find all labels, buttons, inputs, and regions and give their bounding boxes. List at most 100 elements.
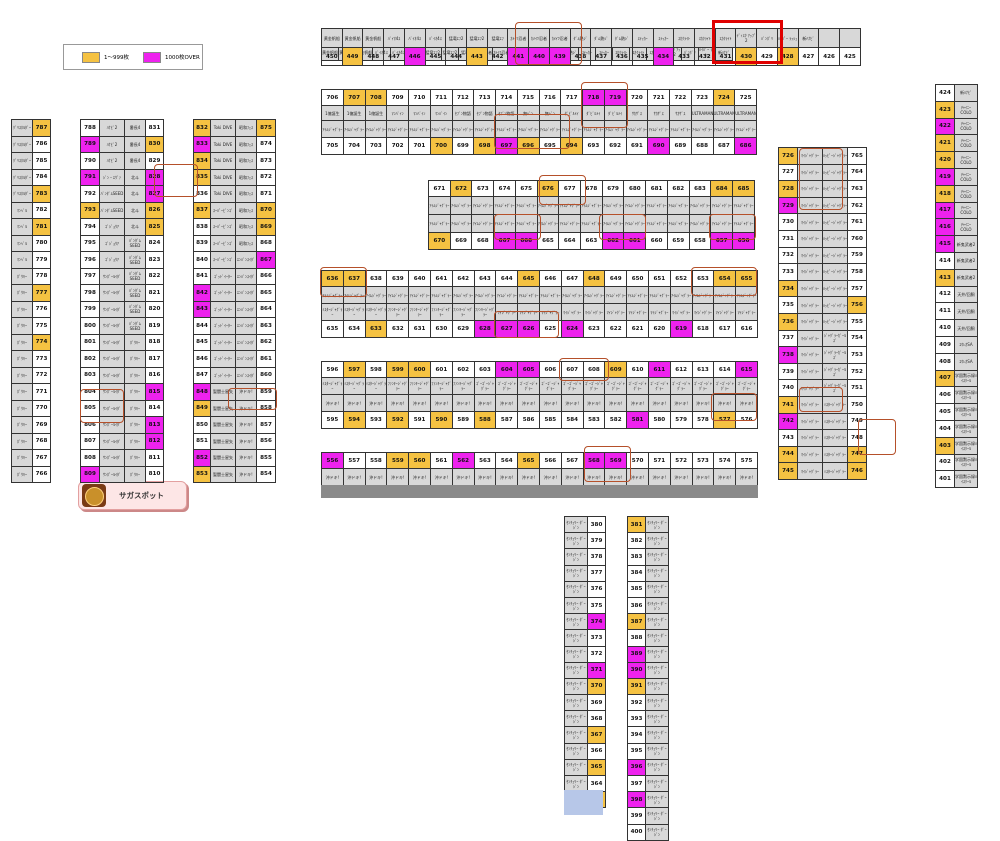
machine-number[interactable]: 731	[778, 229, 798, 248]
machine-number[interactable]: 587	[495, 411, 519, 429]
machine-number[interactable]: 640	[408, 270, 431, 287]
machine-number[interactable]: 448	[362, 47, 385, 66]
machine-number[interactable]: 736	[778, 312, 798, 331]
machine-number[interactable]: 632	[386, 320, 410, 338]
machine-number[interactable]: 870	[256, 201, 276, 219]
machine-number[interactable]: 596	[321, 361, 344, 378]
machine-number[interactable]: 424	[935, 84, 955, 102]
machine-number[interactable]: 760	[847, 229, 867, 248]
machine-number[interactable]: 789	[80, 135, 100, 153]
machine-number[interactable]: 833	[193, 135, 211, 153]
machine-number[interactable]: 606	[538, 361, 562, 378]
machine-number[interactable]: 790	[80, 152, 100, 170]
machine-number[interactable]: 440	[528, 47, 550, 66]
machine-number[interactable]: 786	[32, 135, 51, 153]
machine-number[interactable]: 373	[587, 629, 606, 647]
machine-number[interactable]: 864	[256, 300, 276, 318]
machine-number[interactable]: 597	[342, 361, 366, 378]
machine-number[interactable]: 722	[669, 89, 692, 106]
machine-number[interactable]: 756	[847, 296, 867, 314]
machine-number[interactable]: 588	[473, 411, 497, 429]
machine-number[interactable]: 759	[847, 246, 867, 265]
machine-number[interactable]: 387	[627, 613, 646, 631]
machine-number[interactable]: 642	[451, 270, 475, 287]
machine-number[interactable]: 631	[408, 320, 431, 338]
machine-number[interactable]: 811	[145, 449, 164, 467]
machine-number[interactable]: 849	[193, 399, 211, 417]
machine-number[interactable]: 725	[734, 89, 757, 106]
machine-number[interactable]: 659	[666, 232, 690, 250]
machine-number[interactable]: 572	[669, 452, 693, 469]
machine-number[interactable]: 607	[560, 361, 584, 378]
machine-number[interactable]: 854	[256, 465, 276, 483]
machine-number[interactable]: 416	[935, 218, 955, 237]
machine-number[interactable]: 576	[735, 411, 758, 429]
machine-number[interactable]: 581	[626, 411, 649, 429]
machine-number[interactable]: 815	[145, 383, 164, 401]
machine-number[interactable]: 702	[386, 137, 409, 155]
machine-number[interactable]: 758	[847, 263, 867, 281]
machine-number[interactable]: 767	[32, 449, 51, 467]
machine-number[interactable]: 828	[145, 168, 164, 186]
machine-number[interactable]: 636	[321, 270, 344, 287]
machine-number[interactable]: 418	[935, 184, 955, 203]
machine-number[interactable]: 652	[669, 270, 693, 287]
machine-number[interactable]: 779	[32, 251, 51, 269]
machine-number[interactable]: 577	[713, 411, 737, 429]
machine-number[interactable]: 618	[691, 320, 715, 338]
machine-number[interactable]: 447	[383, 47, 405, 66]
machine-number[interactable]: 366	[587, 742, 606, 760]
machine-number[interactable]: 774	[32, 333, 51, 351]
machine-number[interactable]: 392	[627, 694, 646, 712]
machine-number[interactable]: 648	[582, 270, 606, 287]
machine-number[interactable]: 629	[451, 320, 475, 338]
machine-number[interactable]: 627	[495, 320, 519, 338]
machine-number[interactable]: 421	[935, 134, 955, 153]
machine-number[interactable]: 806	[80, 416, 100, 434]
machine-number[interactable]: 764	[847, 163, 867, 182]
machine-number[interactable]: 441	[507, 47, 530, 66]
machine-number[interactable]: 863	[256, 317, 276, 335]
machine-number[interactable]: 724	[712, 89, 736, 106]
machine-number[interactable]: 804	[80, 383, 100, 401]
machine-number[interactable]: 810	[145, 465, 164, 483]
machine-number[interactable]: 584	[560, 411, 584, 429]
machine-number[interactable]: 754	[847, 329, 867, 348]
machine-number[interactable]: 739	[778, 362, 798, 381]
machine-number[interactable]: 712	[451, 89, 475, 106]
machine-number[interactable]: 874	[256, 135, 276, 153]
machine-number[interactable]: 435	[631, 47, 654, 66]
machine-number[interactable]: 609	[604, 361, 628, 378]
machine-number[interactable]: 383	[627, 548, 646, 566]
saga-spot-badge[interactable]: サガスポット	[78, 481, 187, 510]
machine-number[interactable]: 386	[627, 596, 646, 615]
machine-number[interactable]: 595	[321, 411, 344, 429]
machine-number[interactable]: 797	[80, 267, 100, 285]
machine-number[interactable]: 623	[582, 320, 606, 338]
machine-number[interactable]: 395	[627, 742, 646, 760]
machine-number[interactable]: 694	[560, 137, 583, 155]
machine-number[interactable]: 685	[732, 180, 755, 197]
machine-number[interactable]: 655	[735, 270, 758, 287]
machine-number[interactable]: 746	[847, 462, 867, 480]
machine-number[interactable]: 868	[256, 234, 276, 252]
machine-number[interactable]: 433	[673, 47, 695, 66]
machine-number[interactable]: 843	[193, 300, 211, 318]
machine-number[interactable]: 668	[471, 232, 495, 250]
machine-number[interactable]: 600	[408, 361, 431, 378]
machine-number[interactable]: 374	[587, 613, 606, 631]
machine-number[interactable]: 368	[587, 710, 606, 728]
machine-number[interactable]: 560	[408, 452, 431, 469]
machine-number[interactable]: 721	[647, 89, 670, 106]
machine-number[interactable]: 583	[582, 411, 606, 429]
machine-number[interactable]: 592	[386, 411, 410, 429]
machine-number[interactable]: 409	[935, 335, 955, 354]
machine-number[interactable]: 796	[80, 251, 100, 269]
machine-number[interactable]: 646	[538, 270, 562, 287]
machine-number[interactable]: 683	[688, 180, 712, 197]
machine-number[interactable]: 763	[847, 180, 867, 198]
machine-number[interactable]: 434	[652, 47, 675, 66]
machine-number[interactable]: 579	[669, 411, 693, 429]
machine-number[interactable]: 635	[321, 320, 344, 338]
machine-number[interactable]: 691	[625, 137, 649, 155]
